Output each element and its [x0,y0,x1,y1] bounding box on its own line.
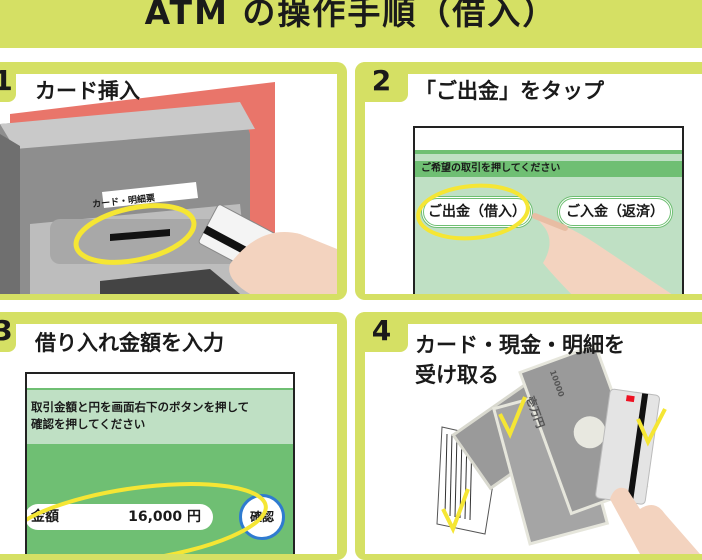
step-4-content: カード・現金・明細を 受け取る 10000 壱万円 [365,324,702,554]
step-4-title-line-1: カード・現金・明細を [415,333,625,357]
card-icon [595,388,660,505]
instruction-line-1: 取引金額と円を画面右下のボタンを押して [31,400,250,414]
check-icons [441,396,667,534]
step-1-title: カード挿入 [35,79,140,103]
screen-instruction: 取引金額と円を画面右下のボタンを押して 確認を押してください [27,390,293,444]
step-2-content: 「ご出金」をタップ ご希望の取引を押してください ご出金（借入） ご入金（返済） [365,74,702,294]
amount-value: 16,000 円 [128,509,201,525]
step-2-number: 2 [355,62,408,102]
withdraw-button[interactable]: ご出金（借入） [421,196,533,228]
step-3-title: 借り入れ金額を入力 [35,331,224,355]
atm-illustration [0,82,337,294]
instruction-line-2: 確認を押してください [31,417,146,431]
amount-field[interactable]: 金額 16,000 円 [27,504,213,530]
atm-screen: 取引金額と円を画面右下のボタンを押して 確認を押してください 金額 16,000… [25,372,295,554]
step-3-number: 3 [0,312,16,352]
step-4-title-line-2: 受け取る [415,363,499,387]
step-3-content: 借り入れ金額を入力 取引金額と円を画面右下のボタンを押して 確認を押してください… [0,324,337,554]
step-1-panel: カード挿入 カード・明細票 1 [0,62,347,300]
tap-illustration [416,183,672,294]
step-2-title: 「ご出金」をタップ [415,79,604,103]
page-title: ATM の操作手順（借入） [144,0,558,32]
screen-prompt: ご希望の取引を押してください [415,161,682,177]
step-4-number: 4 [355,312,408,352]
title-bar [0,0,702,48]
step-1-number: 1 [0,62,16,102]
step-2-panel: 「ご出金」をタップ ご希望の取引を押してください ご出金（借入） ご入金（返済）… [355,62,702,300]
step-4-panel: カード・現金・明細を 受け取る 10000 壱万円 4 [355,312,702,560]
step-3-panel: 借り入れ金額を入力 取引金額と円を画面右下のボタンを押して 確認を押してください… [0,312,347,560]
atm-screen: ご希望の取引を押してください ご出金（借入） ご入金（返済） [413,126,684,294]
step-1-content: カード挿入 カード・明細票 [0,74,337,294]
step-4-title: カード・現金・明細を 受け取る [415,330,625,390]
deposit-button[interactable]: ご入金（返済） [557,196,673,228]
receive-illustration [436,343,700,554]
highlight-circle [27,482,268,554]
